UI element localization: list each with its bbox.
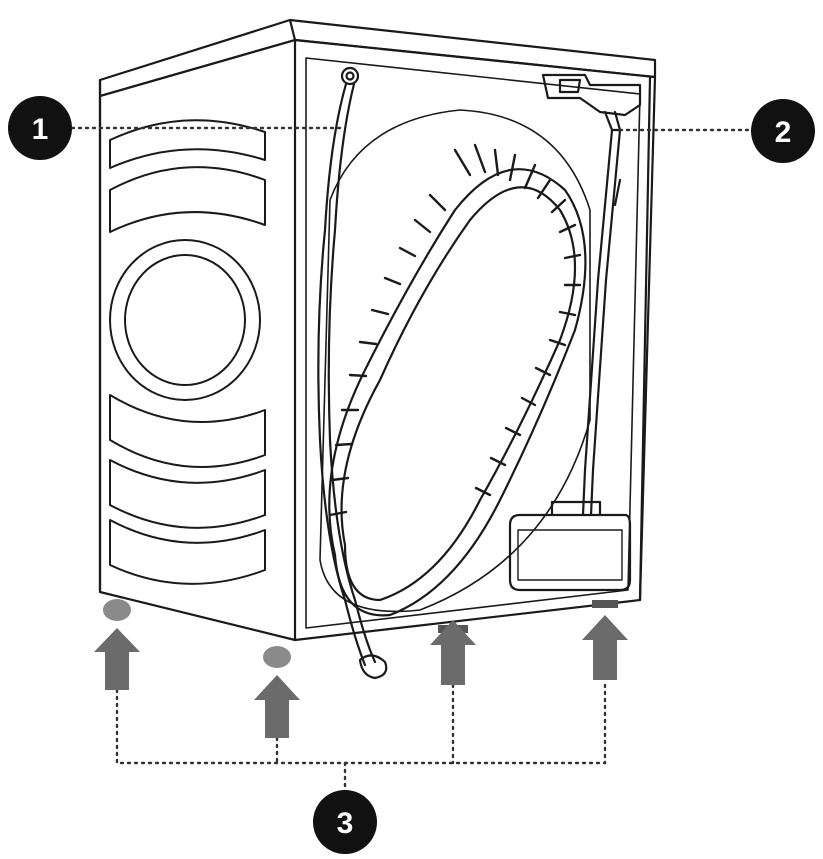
drain-hose-and-pump [508,73,642,592]
heat-exchanger-drum [319,109,591,617]
callout-2-label: 2 [775,116,792,149]
leveling-foot-icon [592,600,618,608]
up-arrow-icon [254,675,300,738]
callout-3: 3 [313,790,377,854]
up-arrow-icon [582,615,628,680]
leveling-foot-icon [103,599,131,621]
water-inlet-hose [317,66,388,680]
leader-lines-3 [115,678,607,765]
callout-3-label: 3 [337,807,354,840]
leveling-arrows [94,615,628,738]
callout-1: 1 [8,96,72,160]
leader-lines [70,126,752,797]
callout-1-label: 1 [32,113,49,146]
side-panel-ribs [109,119,266,585]
up-arrow-icon [94,628,140,690]
callout-2: 2 [751,99,815,163]
up-arrow-icon [430,620,476,685]
leveling-foot-icon [263,646,291,668]
machine-cabinet [98,18,657,642]
